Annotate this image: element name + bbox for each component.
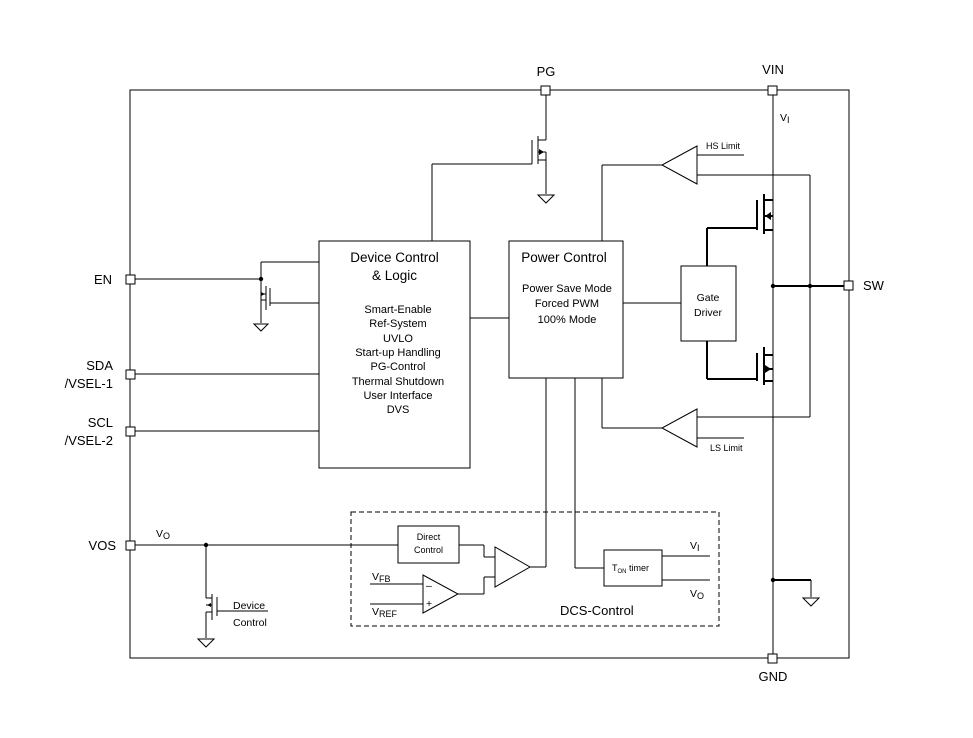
vos-pin[interactable] [125,540,136,551]
error-amplifier [422,574,460,614]
power-control-item: Power Save Mode [522,283,612,295]
sda-pin[interactable] [125,369,136,380]
sda-pin-sublabel: /VSEL-1 [65,376,113,391]
ton-vi-sub: I [697,543,700,553]
dcs-control-label: DCS-Control [560,603,634,618]
device-control-title-2: & Logic [372,268,417,283]
error-amp-plus: + [426,598,432,610]
vi-top-label: V [780,112,787,124]
ls-limit-label: LS Limit [710,443,743,453]
power-control-item: 100% Mode [538,314,597,326]
ton-vo-label: V [690,588,697,600]
vfb-sub: FB [379,574,391,584]
vref-label: V [372,606,379,618]
error-amp-minus: – [426,580,432,592]
gnd-pin-label: GND [759,669,788,684]
en-pin-label: EN [94,272,112,287]
vref-sub: REF [379,609,398,619]
scl-pin-label: SCL [88,415,113,430]
gnd-ground-symbol [801,597,821,607]
gate-driver-label-2: Driver [694,307,723,319]
power-control-item: Forced PWM [535,298,599,310]
vfb-label: V [372,571,379,583]
vin-pin[interactable] [767,85,778,96]
device-control-item: DVS [387,404,410,416]
vos-device-control-1: Device [233,600,265,612]
direct-control-label-2: Control [414,545,443,555]
en-pin[interactable] [125,274,136,285]
vos-ground-symbol [196,638,216,648]
ton-timer-block [603,549,663,587]
device-control-block [318,240,471,469]
device-control-item: Ref-System [369,318,426,330]
hs-limit-comparator [660,145,698,185]
dcs-comparator [494,546,532,588]
device-control-item: UVLO [383,333,413,345]
scl-pin[interactable] [125,426,136,437]
device-control-title-1: Device Control [350,250,439,265]
ton-vo-sub: O [697,591,704,601]
vi-top-sub: I [787,115,790,125]
hs-limit-label: HS Limit [706,141,741,151]
gnd-pin[interactable] [767,653,778,664]
sda-pin-label: SDA [86,358,113,373]
device-control-item: Thermal Shutdown [352,376,444,388]
scl-pin-sublabel: /VSEL-2 [65,433,113,448]
gate-driver-label-1: Gate [697,292,720,304]
power-control-title: Power Control [521,250,607,265]
vos-pin-label: VOS [89,538,117,553]
vos-device-control-2: Control [233,617,267,629]
vin-pin-label: VIN [762,62,784,77]
dcs-control-boundary [350,511,720,627]
pg-pin[interactable] [540,85,551,96]
device-control-item: PG-Control [370,361,425,373]
ls-limit-comparator [660,408,698,448]
pg-pin-label: PG [537,64,556,79]
en-ground-symbol [252,323,270,332]
vo-left-label: V [156,528,163,540]
sw-pin[interactable] [843,280,854,291]
device-control-item: Start-up Handling [355,347,441,359]
direct-control-block [397,525,460,564]
ton-timer-label: TON timer [612,563,649,575]
vo-left-sub: O [163,531,170,541]
power-control-block [508,240,624,379]
direct-control-label-1: Direct [417,532,441,542]
device-control-item: User Interface [363,390,432,402]
ton-vi-label: V [690,540,697,552]
device-control-item: Smart-Enable [364,304,431,316]
gate-driver-block [680,265,737,342]
pg-ground-symbol [536,194,556,204]
sw-pin-label: SW [863,278,885,293]
